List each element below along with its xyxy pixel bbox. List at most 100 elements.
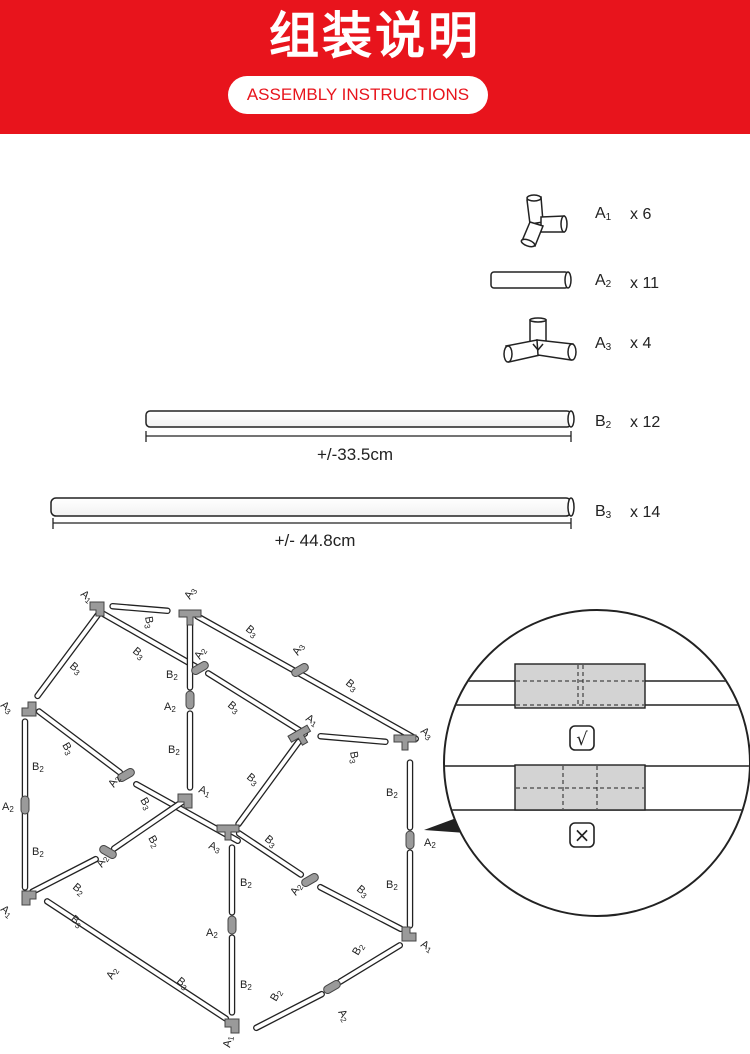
b2-length-label: +/-33.5cm bbox=[317, 445, 393, 464]
frame-tube bbox=[336, 942, 404, 985]
frame-label-b2: B2 bbox=[168, 744, 180, 757]
frame-sleeve bbox=[20, 795, 30, 815]
part-b3-code: B3 bbox=[595, 503, 612, 521]
frame-tube bbox=[21, 718, 29, 801]
frame-label-b2: B2 bbox=[32, 846, 44, 859]
part-a3-connector-icon bbox=[503, 317, 577, 363]
frame-label-b3: B3 bbox=[353, 883, 371, 901]
frame-tube bbox=[228, 844, 236, 916]
frame-tube bbox=[253, 990, 325, 1032]
frame-tube bbox=[109, 602, 171, 615]
frame-label-a2: A2 bbox=[192, 645, 209, 662]
frame-label-a1: A1 bbox=[221, 1034, 236, 1048]
frame-label-b2: B2 bbox=[69, 881, 87, 899]
frame-label-a3: A3 bbox=[0, 699, 15, 717]
frame-sleeve bbox=[291, 663, 309, 677]
subtitle-pill: ASSEMBLY INSTRUCTIONS bbox=[228, 76, 488, 114]
frame-tube bbox=[35, 708, 124, 776]
frame-joint-a1 bbox=[401, 926, 417, 942]
frame-label-b2: B2 bbox=[268, 987, 285, 1004]
checkmark-icon: √ bbox=[569, 725, 595, 751]
part-b2-code: B2 bbox=[595, 413, 612, 431]
frame-sleeve bbox=[191, 661, 209, 675]
frame-label-a2: A2 bbox=[164, 701, 176, 714]
part-a1-code: A1 bbox=[595, 205, 612, 223]
detail-magnifier: √ × bbox=[424, 609, 750, 917]
frame-joint-a3 bbox=[393, 734, 417, 751]
frame-sleeve bbox=[99, 845, 117, 859]
frame-tube bbox=[228, 934, 236, 1016]
frame-tube bbox=[21, 808, 29, 891]
frame-label-b3: B3 bbox=[224, 699, 242, 717]
frame-label-a1: A1 bbox=[303, 712, 320, 729]
b3-dimension-line bbox=[52, 518, 572, 529]
frame-label-b3: B3 bbox=[346, 750, 361, 764]
frame-label-b2: B2 bbox=[240, 877, 252, 890]
frame-sleeve bbox=[301, 873, 319, 887]
frame-tube bbox=[186, 710, 194, 791]
part-a1-qty: x 6 bbox=[630, 206, 651, 223]
part-a3-code: A3 bbox=[595, 335, 612, 353]
frame-label-b2: B2 bbox=[240, 979, 252, 992]
frame-sleeve bbox=[323, 980, 341, 994]
frame-label-b2: B2 bbox=[350, 941, 367, 958]
frame-tube bbox=[317, 732, 389, 746]
part-b2-tube-icon bbox=[145, 410, 575, 428]
frame-label-b3: B3 bbox=[342, 677, 360, 695]
frame-label-b3: B3 bbox=[129, 645, 147, 663]
part-a2-sleeve-icon bbox=[490, 271, 572, 289]
frame-tube bbox=[29, 855, 99, 896]
frame-label-b3: B3 bbox=[141, 615, 156, 629]
frame-label-b2: B2 bbox=[386, 787, 398, 800]
part-a3-qty: x 4 bbox=[630, 335, 651, 352]
frame-label-b2: B2 bbox=[32, 761, 44, 774]
frame-label-a2: A2 bbox=[106, 773, 123, 790]
frame-joint-a1 bbox=[21, 701, 37, 717]
part-a2-qty: x 11 bbox=[630, 275, 659, 292]
frame-joint-a1 bbox=[224, 1018, 240, 1034]
frame-sleeve bbox=[227, 915, 237, 935]
part-a2-code: A2 bbox=[595, 272, 612, 290]
frame-label-a2: A2 bbox=[94, 853, 111, 870]
frame-joint-a1 bbox=[89, 601, 105, 617]
frame-tube bbox=[406, 849, 414, 929]
frame-label-a2: A2 bbox=[206, 927, 218, 940]
frame-sleeve bbox=[405, 830, 415, 850]
b2-dimension-line bbox=[145, 431, 572, 442]
cross-icon: × bbox=[569, 822, 595, 848]
part-b3-tube-icon bbox=[50, 497, 575, 517]
part-a1-connector-icon bbox=[520, 194, 568, 248]
frame-sleeve bbox=[185, 690, 195, 710]
frame-joint-a3 bbox=[287, 724, 312, 746]
frame-label-b3: B3 bbox=[137, 796, 154, 813]
page-title: 组装说明 bbox=[269, 7, 481, 65]
frame-label-a1: A1 bbox=[0, 903, 15, 921]
frame-label-a1: A1 bbox=[197, 784, 213, 800]
part-b2-qty: x 12 bbox=[630, 414, 660, 431]
frame-tube bbox=[133, 781, 241, 844]
frame-label-a3: A3 bbox=[290, 641, 307, 658]
frame-label-b3: B3 bbox=[242, 623, 260, 641]
checkmark-symbol: √ bbox=[576, 729, 588, 750]
frame-label-a3: A3 bbox=[182, 585, 199, 602]
frame-label-b3: B3 bbox=[66, 660, 84, 678]
frame-joint-a3 bbox=[178, 609, 202, 626]
header-banner: 组装说明 ASSEMBLY INSTRUCTIONS bbox=[0, 0, 750, 134]
frame-label-b3: B3 bbox=[243, 771, 261, 789]
frame-label-a1: A1 bbox=[77, 588, 95, 606]
cross-symbol: × bbox=[574, 823, 591, 847]
frame-tube bbox=[204, 670, 309, 737]
frame-label-a1: A1 bbox=[418, 938, 435, 955]
frame-joint-a1 bbox=[21, 890, 37, 906]
frame-tube bbox=[34, 610, 102, 700]
part-b3-qty: x 14 bbox=[630, 504, 660, 521]
frame-joint-a3 bbox=[216, 824, 240, 841]
frame-label-a2: A2 bbox=[2, 801, 14, 814]
frame-label-a2: A2 bbox=[335, 1008, 352, 1025]
frame-tube bbox=[235, 738, 302, 828]
frame-label-a2: A2 bbox=[424, 837, 436, 850]
frame-label-a2: A2 bbox=[288, 881, 305, 898]
frame-label-a3: A3 bbox=[417, 725, 435, 743]
